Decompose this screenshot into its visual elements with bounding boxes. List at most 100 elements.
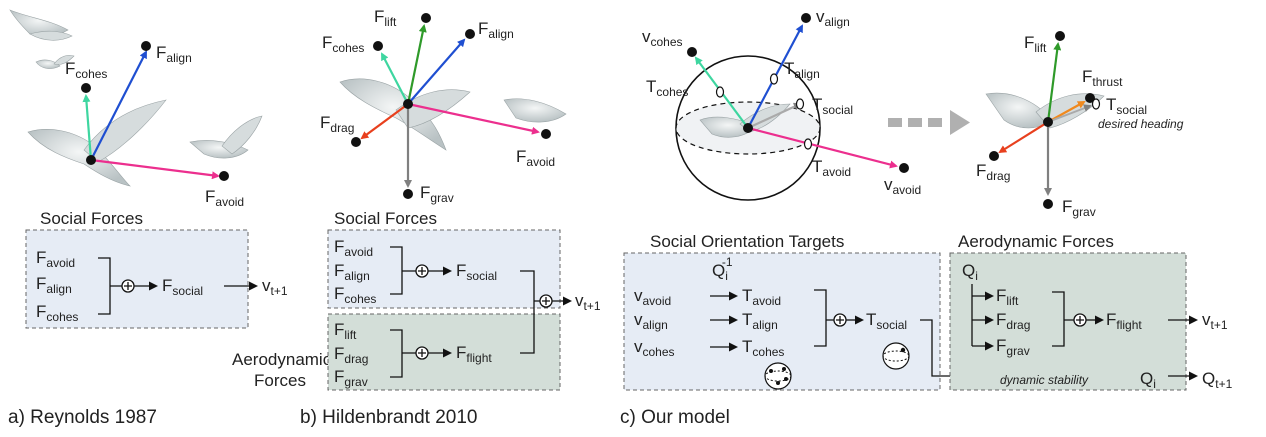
svg-text:vt+1: vt+1 bbox=[262, 276, 288, 298]
box-v-out-sub: t+1 bbox=[271, 284, 288, 298]
sot-t-avoid-sub: avoid bbox=[752, 294, 781, 308]
svg-text:Falign: Falign bbox=[478, 19, 514, 41]
svg-text:Favoid: Favoid bbox=[205, 187, 244, 209]
align-arrow bbox=[407, 38, 466, 105]
svg-text:Flift: Flift bbox=[374, 7, 397, 29]
b-social-align-sub: align bbox=[344, 269, 369, 283]
label-v-avoid-sub: avoid bbox=[893, 183, 922, 197]
avoid-arrow bbox=[407, 102, 540, 135]
label-f-thrust: F bbox=[1082, 67, 1092, 86]
bird-image bbox=[27, 99, 167, 187]
b-f-social-sub: social bbox=[466, 269, 497, 283]
aero-f-grav-sub: grav bbox=[1006, 344, 1029, 358]
svg-text:Favoid: Favoid bbox=[516, 147, 555, 169]
svg-text:Fgrav: Fgrav bbox=[1062, 197, 1096, 219]
sot-t-cohes: T bbox=[742, 337, 752, 356]
aero-qi-sub: i bbox=[1153, 377, 1156, 391]
sot-t-align: T bbox=[742, 310, 752, 329]
desired-heading-note: desired heading bbox=[1098, 117, 1184, 131]
transition-arrow bbox=[888, 110, 970, 135]
aero-bracket bbox=[1052, 291, 1074, 347]
svg-text:Qi: Qi bbox=[1140, 369, 1156, 391]
label-f-avoid: F bbox=[205, 187, 215, 206]
svg-text:Favoid: Favoid bbox=[334, 237, 373, 259]
aero-f-drag: F bbox=[996, 310, 1006, 329]
svg-text:Fthrust: Fthrust bbox=[1082, 67, 1123, 89]
label-t-cohes-sub: cohes bbox=[656, 85, 688, 99]
svg-text:Fdrag: Fdrag bbox=[320, 113, 354, 135]
svg-text:Fflight: Fflight bbox=[456, 343, 492, 365]
box-v-out: v bbox=[262, 276, 271, 295]
social-forces-box bbox=[25, 229, 249, 329]
svg-text:vt+1: vt+1 bbox=[575, 291, 601, 313]
sot-v-cohes-sub: cohes bbox=[643, 345, 675, 359]
label-f-cohes: F bbox=[65, 59, 75, 78]
avoid-dot bbox=[541, 129, 551, 139]
drag-dot bbox=[989, 151, 999, 161]
sot-t-align-sub: align bbox=[752, 318, 777, 332]
b-aero-grav: F bbox=[334, 367, 344, 386]
svg-text:Flift: Flift bbox=[1024, 33, 1047, 55]
label-f-align: F bbox=[156, 43, 166, 62]
svg-text:Flift: Flift bbox=[996, 286, 1019, 308]
label-f-avoid-sub: avoid bbox=[526, 155, 555, 169]
aero-bracket bbox=[390, 329, 416, 378]
label-v-align: v bbox=[816, 7, 825, 26]
label-t-social: T bbox=[812, 95, 822, 114]
sot-t-avoid: T bbox=[742, 286, 752, 305]
svg-text:valign: valign bbox=[634, 310, 668, 332]
sot-v-avoid: v bbox=[634, 286, 643, 305]
label-f-align-sub: align bbox=[166, 51, 191, 65]
thrust-dot bbox=[1085, 93, 1095, 103]
aero-f-flight: F bbox=[1106, 310, 1116, 329]
lift-dot bbox=[421, 13, 431, 23]
v-cohes-dot bbox=[687, 47, 697, 57]
avoid-arrow bbox=[90, 158, 220, 180]
svg-text:Fdrag: Fdrag bbox=[976, 161, 1010, 183]
panel-c: valign vcohes vavoid Tcohes Talign Tsoci… bbox=[620, 7, 1233, 428]
label-f-drag: F bbox=[320, 113, 330, 132]
svg-text:Tavoid: Tavoid bbox=[742, 286, 781, 308]
svg-text:Fflight: Fflight bbox=[1106, 310, 1142, 332]
svg-text:vt+1: vt+1 bbox=[1202, 310, 1228, 332]
b-v-out: v bbox=[575, 291, 584, 310]
sot-v-cohes: v bbox=[634, 337, 643, 356]
lift-dot bbox=[1055, 31, 1065, 41]
svg-text:Falign: Falign bbox=[36, 274, 72, 296]
b-social-avoid: F bbox=[334, 237, 344, 256]
social-forces-box bbox=[327, 229, 561, 309]
cohes-dot bbox=[373, 41, 383, 51]
sum-plus bbox=[418, 349, 426, 357]
sot-v-avoid-sub: avoid bbox=[643, 294, 672, 308]
label-t-align: T bbox=[784, 59, 794, 78]
label-f-align: F bbox=[478, 19, 488, 38]
aero-title-line1: Aerodynamic bbox=[232, 350, 332, 369]
label-v-cohes-sub: cohes bbox=[651, 35, 683, 49]
svg-text:Fdrag: Fdrag bbox=[996, 310, 1030, 332]
label-f-drag: F bbox=[976, 161, 986, 180]
svg-text:Talign: Talign bbox=[742, 310, 778, 332]
sum-plus bbox=[418, 267, 426, 275]
b-aero-grav-sub: grav bbox=[344, 375, 367, 389]
label-v-cohes: v bbox=[642, 27, 651, 46]
label-f-grav: F bbox=[420, 183, 430, 202]
label-f-cohes-sub: cohes bbox=[332, 41, 364, 55]
box-f-social: F bbox=[162, 276, 172, 295]
cohes-arrow bbox=[381, 52, 409, 105]
svg-text:Tavoid: Tavoid bbox=[812, 157, 851, 179]
aero-title-line2: Forces bbox=[254, 371, 306, 390]
box-f-cohes: F bbox=[36, 302, 46, 321]
b-aero-lift-sub: lift bbox=[344, 328, 357, 342]
b-f-social: F bbox=[456, 261, 466, 280]
sot-t-social-sub: social bbox=[876, 318, 907, 332]
aero-q-next: Q bbox=[1202, 369, 1215, 388]
grav-dot bbox=[403, 189, 413, 199]
caption-a: a) Reynolds 1987 bbox=[8, 407, 157, 428]
b-aero-lift: F bbox=[334, 320, 344, 339]
sum-plus bbox=[836, 316, 844, 324]
lift-arrow bbox=[406, 24, 427, 105]
b-v-out-sub: t+1 bbox=[584, 299, 601, 313]
b-f-flight: F bbox=[456, 343, 466, 362]
cohes-arrow bbox=[82, 94, 93, 161]
